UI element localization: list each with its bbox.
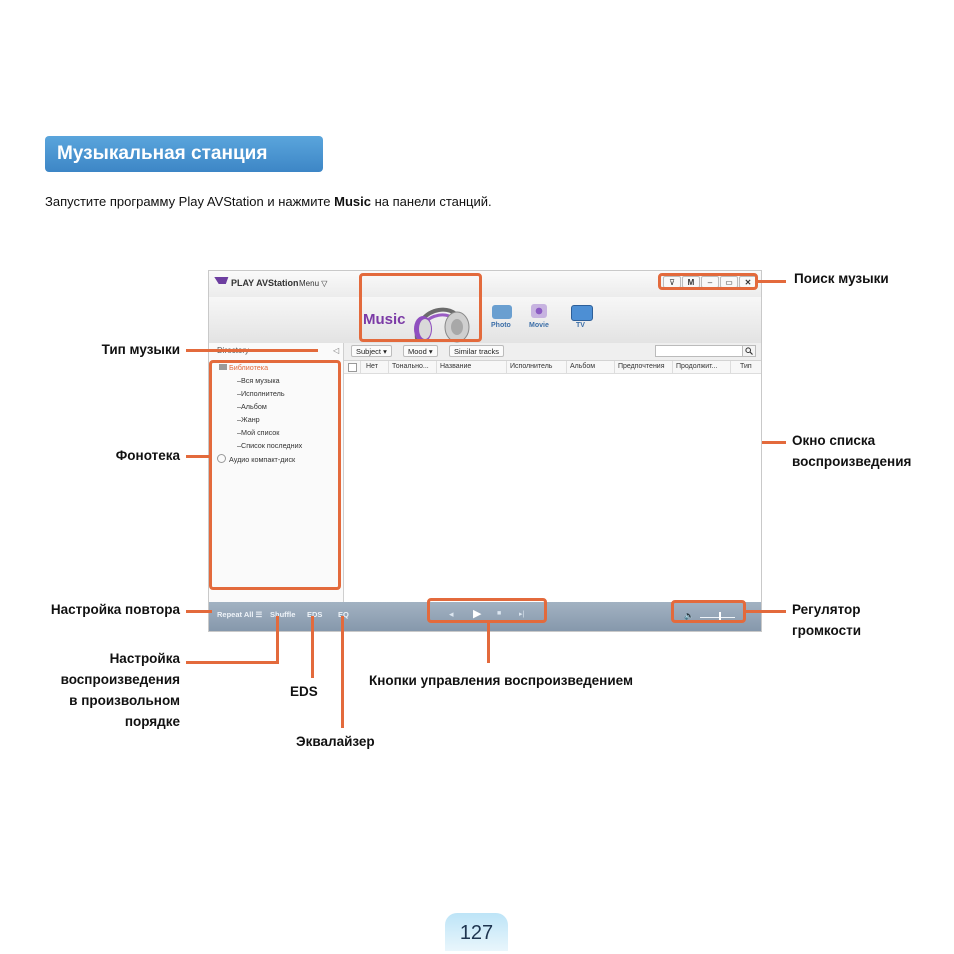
station-bar: Music Photo Movie TV — [209, 297, 761, 344]
cd-icon — [217, 454, 226, 463]
col-album[interactable]: Альбом — [570, 363, 596, 370]
tree-item-genre[interactable]: –Жанр — [237, 415, 260, 424]
column-header: Нет Тонально... Название Исполнитель Аль… — [344, 361, 761, 374]
collapse-icon[interactable]: ◁ — [333, 346, 340, 355]
previous-icon[interactable]: ◂ — [449, 609, 454, 619]
callout-repeat: Настройка повтора — [50, 602, 180, 617]
tree-item-recent[interactable]: –Список последних — [237, 441, 303, 450]
tree-item-artist[interactable]: –Исполнитель — [237, 389, 285, 398]
tree-item-audio-cd[interactable]: Аудио компакт-диск — [217, 454, 295, 464]
line-repeat — [186, 610, 212, 613]
tv-icon — [571, 305, 593, 321]
select-all-checkbox[interactable] — [348, 363, 357, 372]
line-eq — [341, 616, 344, 728]
app-logo-icon — [211, 277, 229, 284]
callout-equalizer: Эквалайзер — [296, 734, 375, 749]
line-shuffle-v — [276, 616, 279, 664]
music-station-highlight — [359, 273, 482, 342]
line-music-type — [186, 349, 318, 352]
tree-library-label: Библиотека — [229, 363, 269, 372]
eds-button[interactable]: EDS — [307, 610, 323, 619]
headphones-icon — [414, 307, 470, 343]
col-key[interactable]: Тонально... — [392, 363, 429, 370]
page-number: 127 — [445, 913, 508, 951]
mood-dropdown[interactable]: Mood ▾ — [403, 345, 438, 357]
search-input[interactable] — [655, 345, 743, 357]
intro-bold: Music — [334, 194, 371, 209]
intro-after: на панели станций. — [371, 194, 492, 209]
app-name: PLAY AVStation — [231, 278, 299, 288]
volume-highlight — [671, 600, 746, 623]
tree-library[interactable]: Библиотека — [219, 363, 268, 372]
station-photo[interactable]: Photo — [491, 322, 511, 329]
playback-highlight — [427, 598, 547, 623]
play-icon[interactable]: ▶ — [473, 608, 482, 620]
line-volume — [746, 610, 786, 613]
line-search — [758, 280, 786, 283]
music-search-button[interactable]: ⊽ — [663, 276, 681, 288]
subject-dropdown[interactable]: Subject ▾ — [351, 345, 392, 357]
line-shuffle-h — [186, 661, 279, 664]
search-icon[interactable] — [742, 345, 756, 357]
photo-icon — [492, 305, 512, 319]
volume-slider-thumb[interactable] — [719, 612, 721, 622]
station-tv[interactable]: TV — [576, 322, 585, 329]
col-preferences[interactable]: Предпочтения — [618, 363, 665, 370]
volume-icon[interactable]: 🔈 — [684, 611, 694, 620]
search-highlight — [658, 273, 758, 290]
playlist-pane: Subject ▾ Mood ▾ Similar tracks Нет Тона… — [344, 343, 761, 602]
tree-item-my-list[interactable]: –Мой список — [237, 428, 280, 437]
movie-icon — [531, 304, 547, 318]
folder-icon — [219, 364, 227, 370]
line-playlist — [762, 441, 786, 444]
callout-library: Фонотека — [115, 448, 180, 463]
control-bar: Repeat All ☰ Shuffle EDS EQ ◂ ▶ ■ ▸| 🔈 — [209, 602, 761, 631]
tree-item-all-music[interactable]: –Вся музыка — [237, 376, 280, 385]
line-library — [186, 455, 210, 458]
col-artist[interactable]: Исполнитель — [510, 363, 553, 370]
next-icon[interactable]: ▸| — [519, 611, 525, 618]
col-title[interactable]: Название — [440, 363, 472, 370]
tree-item-album[interactable]: –Альбом — [237, 402, 267, 411]
eq-button[interactable]: EQ — [338, 610, 349, 619]
callout-music-type: Тип музыки — [101, 342, 180, 357]
volume-slider[interactable] — [700, 617, 735, 618]
similar-tracks-button[interactable]: Similar tracks — [449, 345, 505, 357]
library-highlight — [209, 360, 341, 590]
menu-button[interactable]: Menu ▽ — [299, 279, 328, 288]
col-duration[interactable]: Продолжит... — [676, 363, 718, 370]
section-title: Музыкальная станция — [45, 136, 323, 172]
callout-eds: EDS — [290, 684, 318, 699]
callout-playback-buttons: Кнопки управления воспроизведением — [369, 673, 633, 688]
col-type[interactable]: Тип — [740, 363, 752, 370]
station-music[interactable]: Music — [363, 311, 406, 328]
col-number[interactable]: Нет — [366, 363, 378, 370]
app-window: PLAY AVStation Menu ▽ ⊽ M – ▭ ✕ Music Ph… — [208, 270, 762, 632]
repeat-button[interactable]: Repeat All ☰ — [217, 610, 263, 619]
line-eds — [311, 616, 314, 678]
intro-text: Запустите программу Play AVStation и наж… — [45, 194, 492, 209]
stop-icon[interactable]: ■ — [497, 610, 502, 617]
line-playback — [487, 623, 490, 663]
callout-search-music: Поиск музыки — [794, 271, 889, 286]
shuffle-button[interactable]: Shuffle — [270, 610, 296, 619]
minimize-button[interactable]: – — [701, 276, 719, 288]
intro-before: Запустите программу Play AVStation и наж… — [45, 194, 335, 209]
filter-bar: Subject ▾ Mood ▾ Similar tracks — [344, 343, 761, 361]
station-movie[interactable]: Movie — [529, 322, 549, 329]
